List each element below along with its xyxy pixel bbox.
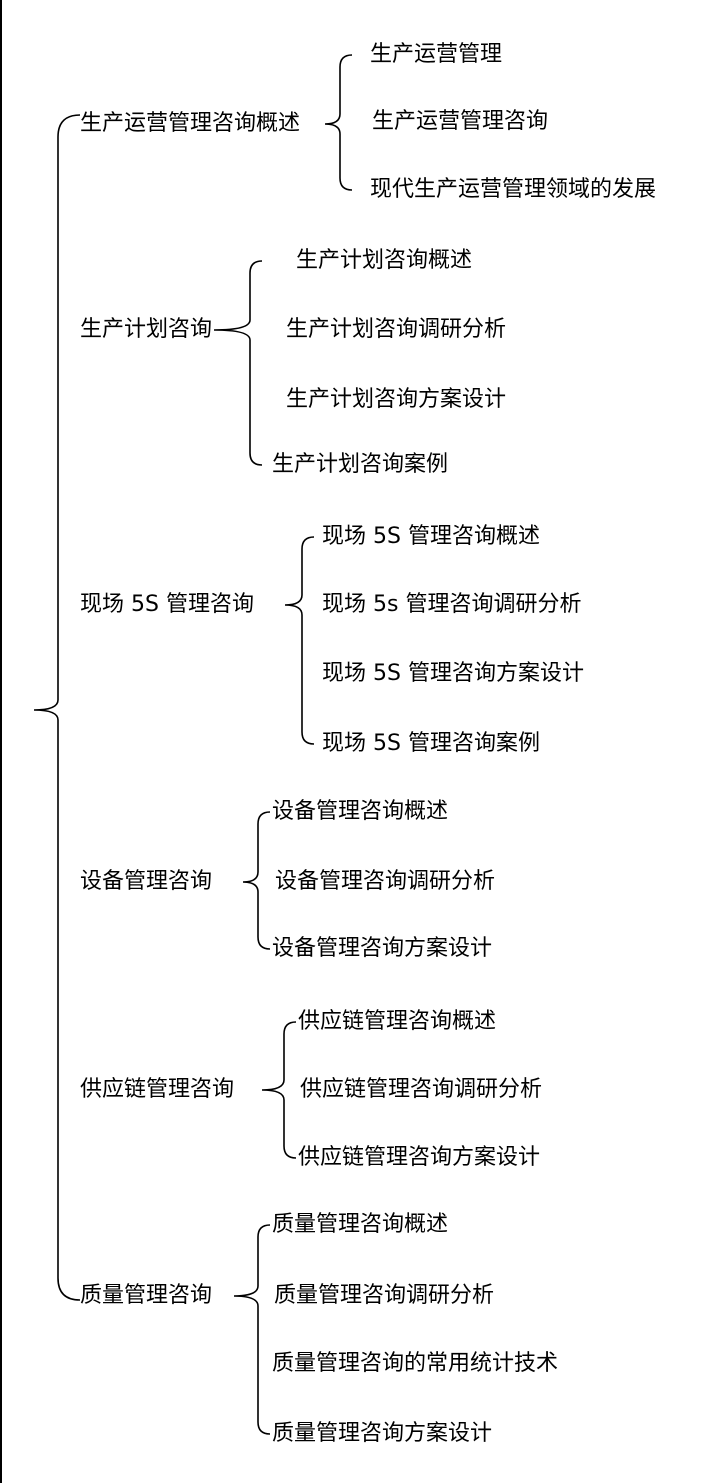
section-title: 生产运营管理咨询概述 xyxy=(80,111,301,136)
section-brace xyxy=(233,1224,271,1435)
section-brace xyxy=(324,54,353,191)
section-title: 生产计划咨询 xyxy=(80,317,213,342)
list-item: 设备管理咨询调研分析 xyxy=(275,869,496,894)
section-brace xyxy=(261,1021,297,1159)
list-item: 生产计划咨询案例 xyxy=(272,452,449,477)
list-item: 质量管理咨询概述 xyxy=(272,1212,449,1237)
list-item: 现场 5S 管理咨询方案设计 xyxy=(322,661,584,686)
list-item: 质量管理咨询方案设计 xyxy=(272,1421,493,1446)
list-item: 质量管理咨询的常用统计技术 xyxy=(272,1351,559,1376)
section-title: 现场 5S 管理咨询 xyxy=(80,592,254,617)
list-item: 质量管理咨询调研分析 xyxy=(274,1283,495,1308)
list-item: 生产运营管理咨询 xyxy=(372,109,549,134)
list-item: 现代生产运营管理领域的发展 xyxy=(370,177,657,202)
section-brace xyxy=(213,260,263,466)
list-item: 生产运营管理 xyxy=(370,42,503,67)
section-title: 供应链管理咨询 xyxy=(80,1077,235,1102)
list-item: 设备管理咨询方案设计 xyxy=(272,936,493,961)
list-item: 现场 5s 管理咨询调研分析 xyxy=(322,592,582,617)
section-brace xyxy=(242,811,271,950)
section-title: 设备管理咨询 xyxy=(80,869,213,894)
list-item: 供应链管理咨询概述 xyxy=(298,1009,497,1034)
list-item: 现场 5S 管理咨询概述 xyxy=(322,524,540,549)
section-brace xyxy=(284,536,315,745)
section-title: 质量管理咨询 xyxy=(80,1283,213,1308)
list-item: 设备管理咨询概述 xyxy=(272,799,449,824)
list-item: 供应链管理咨询调研分析 xyxy=(300,1077,543,1102)
list-item: 现场 5S 管理咨询案例 xyxy=(322,731,540,756)
list-item: 供应链管理咨询方案设计 xyxy=(298,1145,541,1170)
list-item: 生产计划咨询概述 xyxy=(296,248,473,273)
root-brace xyxy=(33,114,81,1301)
list-item: 生产计划咨询调研分析 xyxy=(286,317,507,342)
list-item: 生产计划咨询方案设计 xyxy=(286,387,507,412)
left-border-rule xyxy=(0,0,2,1483)
